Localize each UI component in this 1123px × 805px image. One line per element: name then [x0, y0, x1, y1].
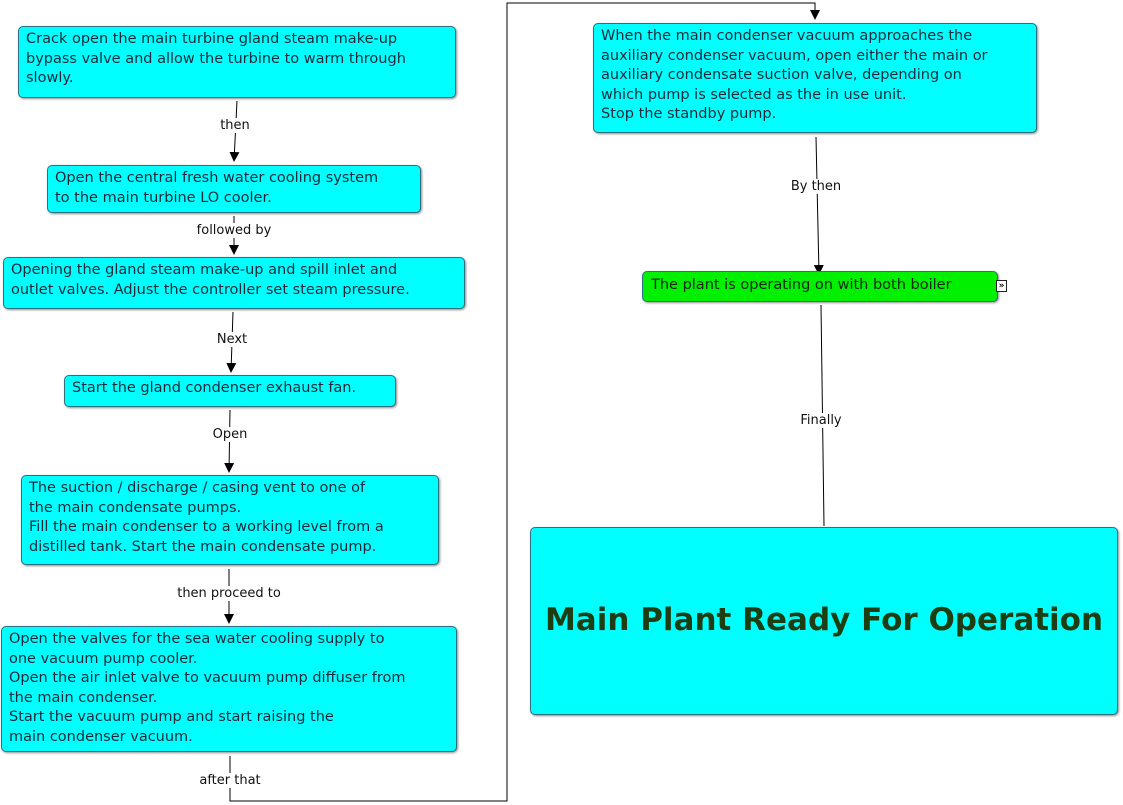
node-crack-gland-valve[interactable]: Crack open the main turbine gland steam … [18, 26, 456, 98]
expand-icon[interactable]: » [996, 280, 1007, 292]
connector-7-to-8 [813, 136, 824, 275]
node-open-gland-steam[interactable]: Opening the gland steam make-up and spil… [3, 257, 465, 309]
link-label-after-that: after that [197, 773, 263, 788]
link-label-next: Next [214, 332, 250, 347]
node-condensate-pump[interactable]: The suction / discharge / casing vent to… [21, 475, 439, 565]
node-start-exhaust-fan[interactable]: Start the gland condenser exhaust fan. [64, 375, 396, 407]
node-plant-operating[interactable]: The plant is operating on with both boil… [642, 271, 998, 302]
link-label-then: then [218, 118, 252, 133]
link-label-open: Open [210, 427, 250, 442]
link-label-followed-by: followed by [194, 223, 274, 238]
node-condenser-vacuum[interactable]: When the main condenser vacuum approache… [593, 23, 1037, 133]
node-main-plant-ready[interactable]: Main Plant Ready For Operation [530, 527, 1118, 715]
link-label-by-then: By then [788, 179, 844, 194]
node-open-fresh-water[interactable]: Open the central fresh water cooling sys… [47, 165, 421, 213]
connector-6-to-7 [229, 2, 820, 802]
link-label-finally: Finally [798, 413, 844, 428]
node-vacuum-pump[interactable]: Open the valves for the sea water coolin… [1, 626, 457, 752]
link-label-then-proceed-to: then proceed to [175, 586, 283, 601]
